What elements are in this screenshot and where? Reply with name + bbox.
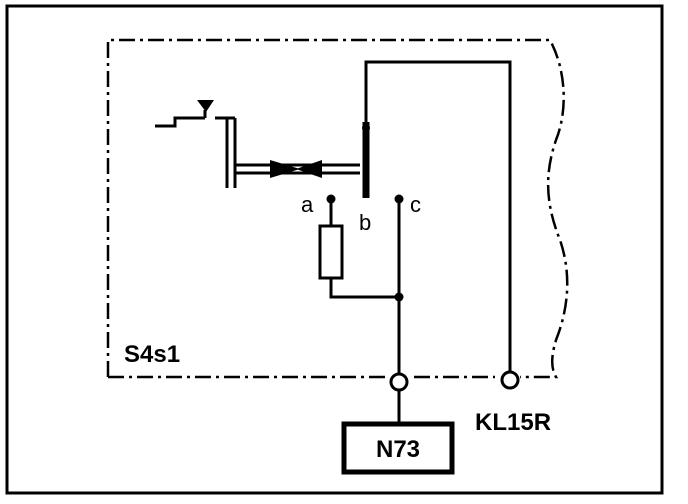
terminal-c-label: c xyxy=(410,192,421,217)
terminal-b-label: b xyxy=(359,210,371,235)
module-n73-box xyxy=(341,421,455,475)
terminal-a-label: a xyxy=(301,192,314,217)
connector-ring-kl15r xyxy=(500,370,520,390)
wire-switch-to-kl15r xyxy=(364,60,512,372)
connector-ring-n73 xyxy=(389,372,409,392)
push-button-icon xyxy=(155,100,237,188)
outer-frame xyxy=(5,4,664,495)
module-label: N73 xyxy=(376,436,420,463)
mechanical-linkage-icon xyxy=(235,160,360,178)
component-label: S4s1 xyxy=(124,341,180,368)
connector-label: KL15R xyxy=(475,409,551,436)
component-boundary xyxy=(106,38,569,379)
switch-pivot-icon xyxy=(362,124,370,132)
resistor-icon xyxy=(318,224,344,280)
junction-dot xyxy=(394,292,404,302)
